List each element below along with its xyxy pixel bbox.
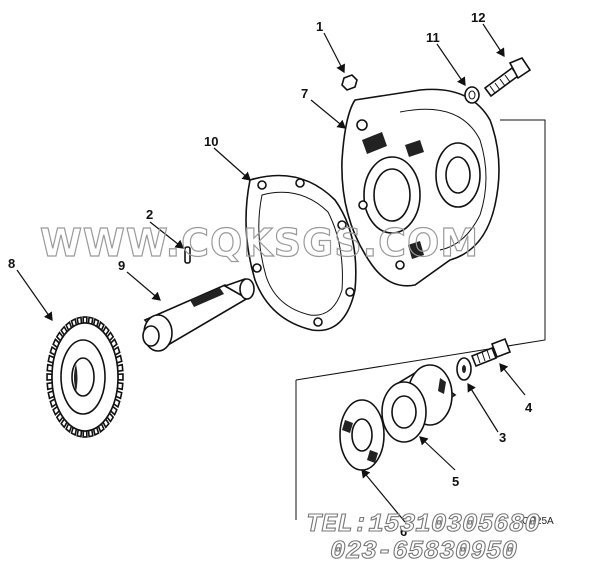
callout-8: 8 bbox=[8, 256, 15, 271]
callout-7: 7 bbox=[301, 86, 308, 101]
callout-6: 6 bbox=[400, 524, 407, 539]
figure-code: CP25A bbox=[522, 516, 554, 527]
callout-9: 9 bbox=[118, 258, 125, 273]
gear-tooth bbox=[82, 430, 88, 438]
callout-4: 4 bbox=[525, 400, 533, 415]
leader-lines bbox=[16, 23, 526, 523]
callout-2: 2 bbox=[146, 207, 153, 222]
bolt-lower bbox=[470, 337, 512, 368]
pin bbox=[184, 246, 191, 264]
callout-3: 3 bbox=[499, 430, 506, 445]
bushing bbox=[381, 364, 457, 443]
gear-tooth bbox=[82, 316, 88, 324]
gear bbox=[46, 316, 124, 438]
washer-upper bbox=[464, 86, 480, 104]
gasket bbox=[245, 174, 357, 332]
spacer-disc bbox=[339, 399, 385, 471]
callout-12: 12 bbox=[471, 10, 485, 25]
tel-watermark: TEL:15310305680 bbox=[306, 509, 540, 539]
callout-10: 10 bbox=[204, 134, 218, 149]
bolt-upper bbox=[483, 57, 532, 98]
nut bbox=[341, 74, 358, 91]
phone-watermark: 023-65830950 bbox=[330, 536, 517, 566]
housing bbox=[341, 88, 500, 287]
washer-lower bbox=[456, 357, 472, 381]
shaft bbox=[142, 278, 255, 352]
assembly-detail-boundary bbox=[295, 119, 546, 381]
site-watermark: WWW.CQKSGS.COM bbox=[40, 221, 479, 265]
callout-5: 5 bbox=[452, 474, 459, 489]
callout-1: 1 bbox=[316, 19, 323, 34]
callout-11: 11 bbox=[426, 30, 440, 45]
